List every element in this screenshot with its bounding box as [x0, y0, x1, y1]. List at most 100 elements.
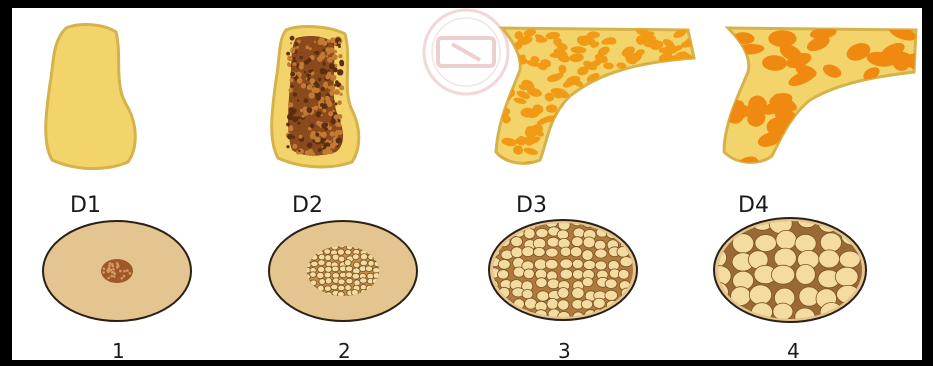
- marrow-space: [589, 148, 605, 161]
- trabecular-speck: [326, 47, 331, 52]
- trabecular-speck: [340, 93, 343, 96]
- lattice-cell: [605, 279, 617, 289]
- marrow-space: [608, 100, 623, 114]
- marrow-space: [653, 82, 664, 93]
- marrow-space: [580, 153, 595, 163]
- marrow-space: [598, 121, 611, 129]
- lattice-cell: [537, 291, 549, 301]
- marrow-space: [655, 114, 666, 123]
- marrow-space: [653, 121, 663, 130]
- d1-bone-cross-section: [46, 25, 136, 169]
- lattice-cell: [319, 279, 325, 285]
- lattice-cell: [704, 229, 725, 247]
- core-speck: [110, 275, 113, 278]
- marrow-space: [828, 110, 850, 130]
- lattice-cell: [522, 289, 533, 298]
- marrow-space: [873, 147, 896, 169]
- trabecular-speck: [325, 75, 330, 80]
- core-speck: [103, 267, 106, 270]
- lattice-cell: [582, 250, 593, 261]
- marrow-space: [856, 156, 877, 174]
- lattice-cell: [557, 230, 569, 240]
- trabecular-speck: [327, 57, 333, 63]
- trabecular-speck: [306, 46, 310, 50]
- trabecular-speck: [289, 125, 293, 129]
- lattice-cell: [536, 228, 548, 237]
- lattice-cell: [522, 247, 534, 257]
- trabecular-speck: [327, 39, 330, 42]
- marrow-space: [676, 120, 692, 132]
- marrow-space: [629, 139, 643, 149]
- lattice-cell: [595, 249, 607, 258]
- marrow-space: [610, 144, 620, 154]
- marrow-space: [591, 152, 606, 164]
- trabecular-speck: [335, 80, 339, 84]
- label-3: 3: [558, 339, 571, 363]
- label-d2: D2: [292, 193, 323, 218]
- core-speck: [109, 262, 112, 265]
- trabecular-speck: [318, 149, 321, 152]
- core-speck: [121, 277, 124, 280]
- lattice-cell: [581, 300, 592, 309]
- marrow-space: [585, 113, 601, 125]
- trabecular-speck: [290, 36, 295, 41]
- lattice-cell: [819, 250, 840, 268]
- marrow-space: [593, 110, 606, 119]
- lattice-cell: [324, 249, 331, 255]
- trabecular-speck: [338, 45, 341, 48]
- marrow-space: [848, 110, 873, 135]
- marrow-space: [610, 135, 621, 144]
- lattice-cell: [337, 249, 344, 255]
- marrow-space: [577, 95, 587, 104]
- trabecular-speck: [304, 60, 309, 65]
- trabecular-speck: [286, 145, 289, 148]
- marrow-space: [609, 96, 623, 109]
- marrow-space: [794, 141, 821, 164]
- trabecular-speck: [307, 142, 313, 148]
- marrow-space: [654, 147, 664, 158]
- lattice-cell: [352, 254, 359, 260]
- trabecular-speck: [321, 123, 327, 129]
- d3-bone-cross-section: [492, 26, 700, 170]
- lattice-cell: [595, 261, 607, 270]
- marrow-space: [619, 109, 633, 120]
- section-2-circle: [269, 221, 417, 321]
- lattice-cell: [545, 259, 558, 269]
- trabecular-speck: [334, 43, 337, 46]
- lattice-cell: [311, 261, 318, 266]
- trabecular-speck: [297, 99, 299, 101]
- lattice-cell: [317, 272, 324, 278]
- trabecular-speck: [307, 107, 313, 113]
- marrow-space: [614, 144, 624, 152]
- marrow-space: [618, 106, 629, 118]
- trabecular-speck: [291, 48, 295, 52]
- label-2: 2: [338, 339, 351, 363]
- lattice-cell: [325, 255, 331, 261]
- marrow-space: [788, 132, 817, 154]
- marrow-space: [845, 125, 872, 145]
- trabecular-speck: [314, 41, 316, 43]
- marrow-space: [811, 99, 834, 117]
- lattice-cell: [338, 285, 345, 291]
- lattice-cell: [820, 233, 841, 252]
- trabecular-speck: [320, 68, 326, 74]
- marrow-space: [655, 76, 668, 88]
- core-speck: [108, 267, 111, 270]
- trabecular-speck: [330, 119, 335, 124]
- trabecular-speck: [292, 144, 297, 149]
- lattice-cell: [841, 211, 862, 228]
- trabecular-speck: [329, 90, 335, 96]
- marrow-space: [669, 110, 684, 121]
- lattice-cell: [560, 259, 573, 269]
- lattice-cell: [572, 259, 583, 269]
- lattice-cell: [533, 247, 545, 256]
- marrow-space: [641, 97, 656, 107]
- marrow-space: [822, 130, 841, 143]
- lattice-cell: [547, 298, 558, 309]
- marrow-space: [568, 148, 580, 159]
- lattice-cell: [346, 266, 353, 272]
- marrow-space: [879, 114, 903, 135]
- trabecular-speck: [288, 103, 290, 105]
- lattice-cell: [609, 220, 621, 230]
- trabecular-speck: [339, 60, 344, 65]
